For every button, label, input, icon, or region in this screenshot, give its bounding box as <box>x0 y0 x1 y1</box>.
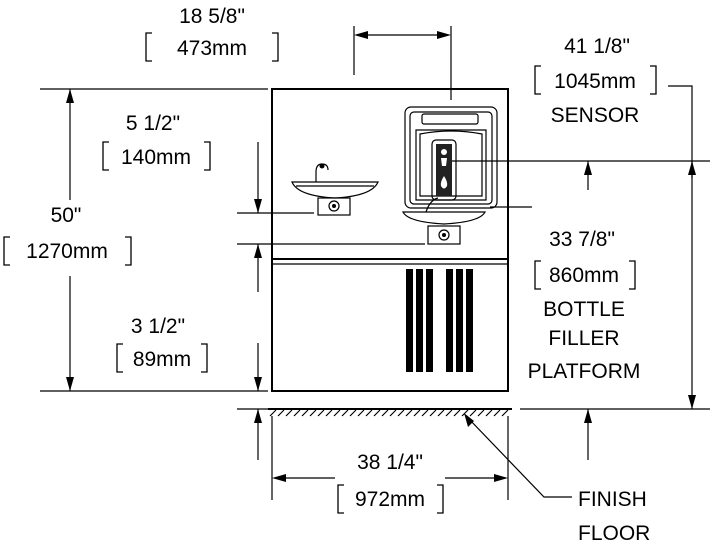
filler-metric: 860mm <box>549 264 619 287</box>
drop-imperial: 5 1/2" <box>126 112 180 135</box>
drop-metric: 140mm <box>121 146 191 169</box>
vent-louvers <box>406 269 473 372</box>
sensor-label: SENSOR <box>551 104 640 127</box>
height-metric: 1270mm <box>26 240 108 263</box>
floor-label-2: FLOOR <box>578 522 650 545</box>
filler-imperial: 33 7/8" <box>549 228 615 251</box>
bottom-width-metric: 972mm <box>355 488 425 511</box>
filler-label-1: BOTTLE <box>543 298 625 321</box>
fountain-bowl <box>291 163 379 216</box>
top-width-imperial: 18 5/8" <box>179 5 245 28</box>
floor-label-1: FINISH <box>578 488 647 511</box>
dimension-sensor-height: 41 1/8" 1045mm SENSOR <box>452 35 710 208</box>
sensor-imperial: 41 1/8" <box>564 35 630 58</box>
dimension-overall-height: 50" 1270mm <box>3 88 268 392</box>
height-imperial: 50" <box>51 204 82 227</box>
finish-floor-callout: FINISH FLOOR <box>464 413 650 545</box>
dimension-bottle-filler: 33 7/8" 860mm BOTTLE FILLER PLATFORM <box>520 161 710 410</box>
dimension-bottom-width: 38 1/4" 972mm <box>271 416 509 514</box>
base-metric: 89mm <box>133 348 191 371</box>
sensor-metric: 1045mm <box>554 70 636 93</box>
dimension-top-width: 18 5/8" 473mm <box>145 5 452 100</box>
bottle-filler <box>402 106 498 245</box>
finish-floor-line <box>268 408 512 417</box>
top-width-metric: 473mm <box>177 37 247 60</box>
filler-label-2: FILLER <box>548 327 619 350</box>
cabinet <box>271 88 509 392</box>
filler-label-3: PLATFORM <box>528 360 641 383</box>
dimension-base-offset: 3 1/2" 89mm <box>116 315 592 460</box>
bottom-width-imperial: 38 1/4" <box>357 451 423 474</box>
dimension-fountain-drop: 5 1/2" 140mm <box>102 112 425 292</box>
base-imperial: 3 1/2" <box>131 315 185 338</box>
